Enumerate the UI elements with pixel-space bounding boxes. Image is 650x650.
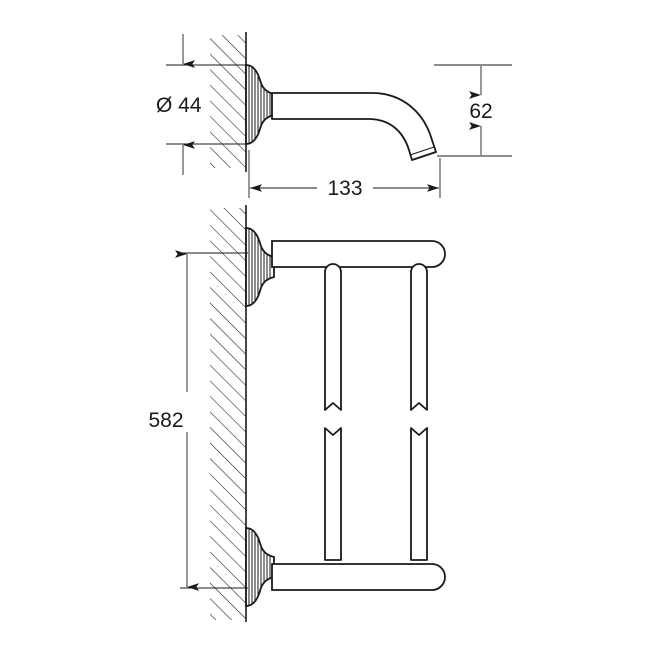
spout-outlet-inner-edge <box>409 146 435 156</box>
dimension-label-diameter-44: Ø 44 <box>156 94 202 117</box>
left-bar-upper-segment <box>324 263 342 411</box>
dimension-diameter-44: Ø 44 <box>156 34 248 175</box>
dimension-133: 133 <box>248 150 441 200</box>
dimension-62: 62 <box>434 64 512 157</box>
wall-hatch-fill-rail <box>210 208 246 620</box>
wall-hatch-fill-spout <box>210 35 246 168</box>
dimension-label-133: 133 <box>327 177 362 200</box>
spout-outline <box>271 92 437 161</box>
dimension-label-582: 582 <box>148 409 183 432</box>
lower-flange-fluting <box>248 529 271 605</box>
flange-fluting <box>248 66 271 143</box>
right-bar-upper-segment <box>410 263 428 411</box>
upper-flange-fluting <box>248 229 271 305</box>
lower-bar-outline <box>271 563 446 591</box>
upper-bar-outline <box>271 240 446 268</box>
upper-flange-outline <box>245 227 275 307</box>
lower-horizontal-bar <box>271 563 446 591</box>
spout-outlet-face <box>411 151 437 161</box>
upper-horizontal-bar <box>271 240 446 268</box>
left-bar-lower-segment <box>324 427 342 561</box>
wall-section-spout <box>210 32 247 172</box>
spout-view: Ø 44 62 133 <box>156 32 512 200</box>
wall-section-rail <box>210 205 247 622</box>
spout-body <box>271 92 437 161</box>
dimension-582: 582 <box>148 250 248 591</box>
spout-flange <box>245 64 275 145</box>
right-bar-lower-segment <box>410 427 428 561</box>
vertical-bars <box>324 263 428 561</box>
dimension-label-62: 62 <box>469 100 492 123</box>
upper-flange <box>245 227 275 307</box>
towel-rail-view: 582 <box>148 205 446 622</box>
lower-flange <box>245 527 275 607</box>
